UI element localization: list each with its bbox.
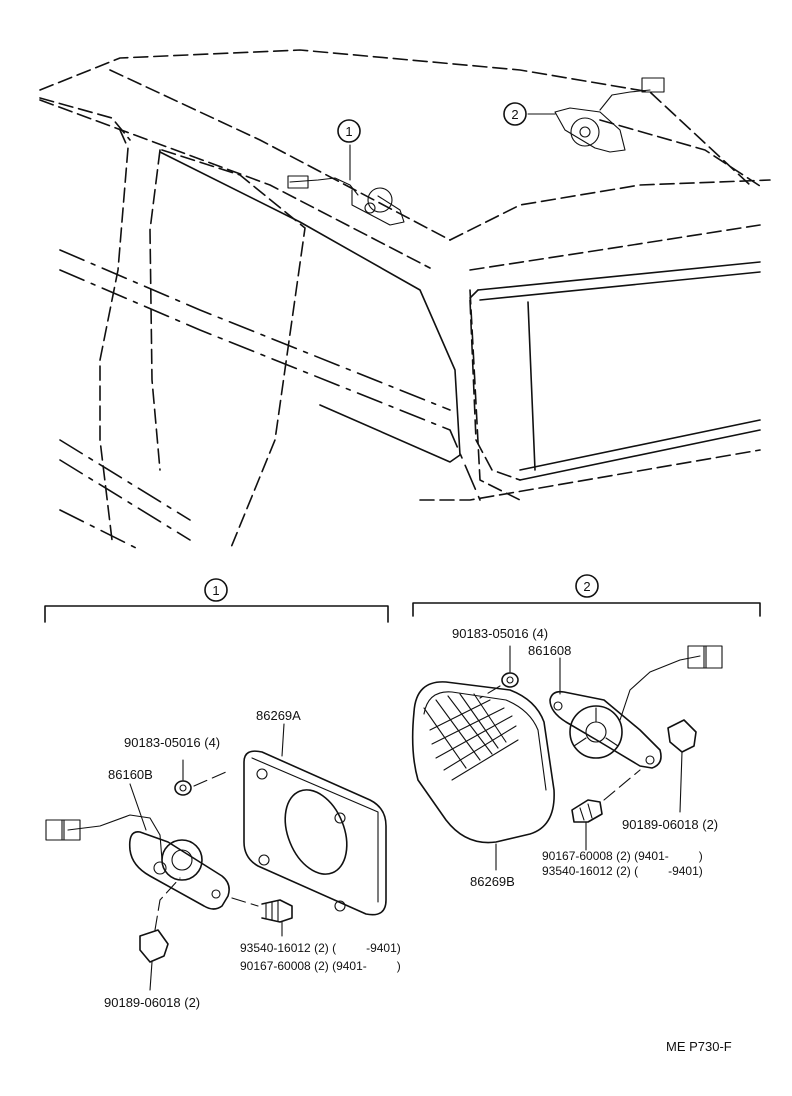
label-86269a: 86269A <box>256 708 301 723</box>
label-s2-90183: 90183-05016 (4) <box>452 626 548 641</box>
label-86160b: 86160B <box>108 767 153 782</box>
horn-861608 <box>549 645 723 769</box>
label-s1-90183: 90183-05016 (4) <box>124 735 220 750</box>
horn-assembly-2-in-vehicle <box>527 77 665 153</box>
leader-86160b <box>129 783 147 831</box>
leader-86269a <box>281 723 285 757</box>
section-1-bracket: 1 <box>44 578 389 623</box>
pad-86269a <box>243 750 387 916</box>
label-s1-90189: 90189-06018 (2) <box>104 995 200 1010</box>
nut-90183-s1 <box>174 759 227 796</box>
clip-90189-s2 <box>667 719 697 813</box>
label-s2-90189: 90189-06018 (2) <box>622 817 718 832</box>
label-s1-90167: 90167-60008 (2) (9401- ) <box>240 959 401 973</box>
label-s1-93540: 93540-16012 (2) ( -9401) <box>240 941 401 955</box>
callout-top-2-text: 2 <box>511 107 518 122</box>
callout-top-1-text: 1 <box>345 124 352 139</box>
footer-code: ME P730-F <box>666 1039 732 1054</box>
bolt-90167-s2 <box>571 769 641 851</box>
section-2-callout-text: 2 <box>583 579 590 594</box>
pad-86269b <box>411 681 555 844</box>
label-86269b: 86269B <box>470 874 515 889</box>
bolt-93540-s1 <box>231 897 293 937</box>
vehicle-body-outline <box>39 49 771 551</box>
section-1-callout-text: 1 <box>212 583 219 598</box>
nut-90183-s2 <box>479 645 519 699</box>
horn-assembly-1-in-vehicle <box>287 144 405 226</box>
section-2-bracket: 2 <box>412 574 761 617</box>
label-s2-90167: 90167-60008 (2) (9401- ) <box>542 849 703 863</box>
callout-top-2: 2 <box>503 102 527 126</box>
callout-top-1: 1 <box>337 119 361 143</box>
label-861608: 861608 <box>528 643 571 658</box>
horn-86160b <box>45 814 230 910</box>
clip-90189-s1 <box>139 877 181 991</box>
label-s2-93540: 93540-16012 (2) ( -9401) <box>542 864 703 878</box>
